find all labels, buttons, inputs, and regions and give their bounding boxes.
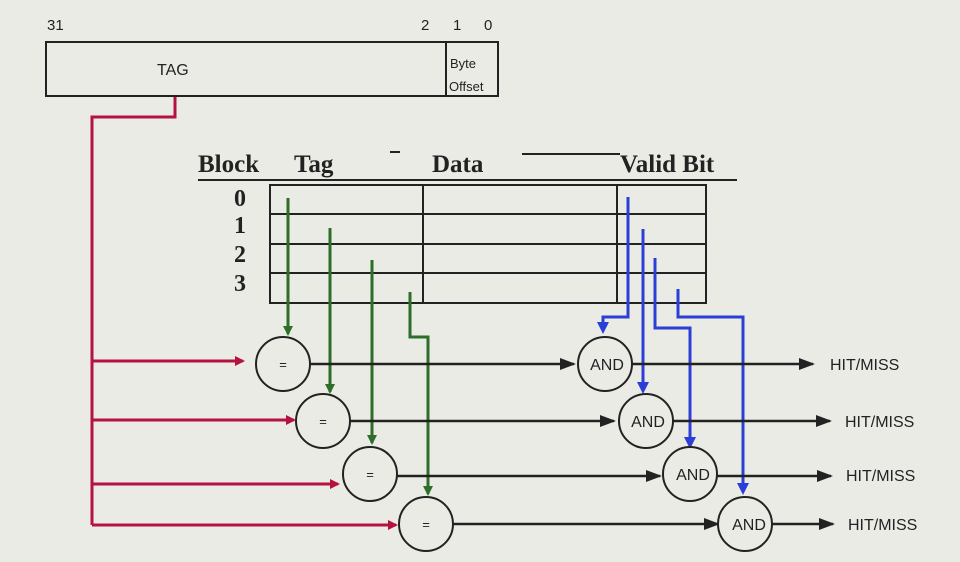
and-label: AND bbox=[732, 517, 766, 534]
tag-field-label: TAG bbox=[157, 62, 189, 79]
stored-tag-wire-3 bbox=[408, 292, 433, 496]
byte-offset-field bbox=[445, 41, 499, 97]
equal-symbol: = bbox=[366, 467, 374, 482]
and-gate-0: AND bbox=[577, 336, 633, 392]
address-register: 31 2 1 0 TAG Byte Offset bbox=[45, 17, 499, 97]
and-gate-3: AND bbox=[717, 496, 773, 552]
block-number: 3 bbox=[234, 271, 246, 297]
block-number: 1 bbox=[234, 213, 246, 239]
cache-table-header: Block Tag Data Valid Bit bbox=[198, 151, 737, 181]
hit-miss-label-0: HIT/MISS bbox=[830, 357, 899, 374]
bit-label-2: 2 bbox=[421, 17, 429, 34]
equal-symbol: = bbox=[422, 517, 430, 532]
header-valid-bit: Valid Bit bbox=[620, 151, 715, 178]
equal-symbol: = bbox=[319, 414, 327, 429]
header-tag: Tag bbox=[294, 151, 334, 178]
and-label: AND bbox=[676, 467, 710, 484]
valid-wire-3 bbox=[676, 289, 749, 495]
header-data: Data bbox=[432, 151, 484, 178]
block-number: 0 bbox=[234, 186, 246, 212]
and-gates: AND AND AND AND bbox=[577, 336, 773, 552]
valid-wire-2 bbox=[653, 258, 696, 449]
tag-field bbox=[45, 41, 447, 97]
tag-wires bbox=[90, 97, 398, 530]
and-label: AND bbox=[631, 414, 665, 431]
output-wires bbox=[310, 358, 835, 530]
equal-symbol: = bbox=[279, 357, 287, 372]
header-block: Block bbox=[198, 151, 259, 178]
equality-comparator-3: = bbox=[398, 496, 454, 552]
equality-comparator-1: = bbox=[295, 393, 351, 449]
bit-label-1: 1 bbox=[453, 17, 461, 34]
bit-label-0: 0 bbox=[484, 17, 492, 34]
hit-miss-outputs: HIT/MISS HIT/MISS HIT/MISS HIT/MISS bbox=[830, 357, 917, 534]
and-gate-1: AND bbox=[618, 393, 674, 449]
and-gate-2: AND bbox=[662, 446, 718, 502]
bit-label-31: 31 bbox=[47, 17, 64, 34]
equality-comparators: = = = = bbox=[255, 336, 454, 552]
block-number: 2 bbox=[234, 242, 246, 268]
and-label: AND bbox=[590, 357, 624, 374]
hit-miss-label-2: HIT/MISS bbox=[846, 468, 915, 485]
block-numbers: 0 1 2 3 bbox=[234, 186, 246, 297]
equality-comparator-0: = bbox=[255, 336, 311, 392]
hit-miss-label-3: HIT/MISS bbox=[848, 517, 917, 534]
byte-offset-label-2: Offset bbox=[449, 79, 484, 94]
byte-offset-label-1: Byte bbox=[450, 56, 476, 71]
hit-miss-label-1: HIT/MISS bbox=[845, 414, 914, 431]
equality-comparator-2: = bbox=[342, 446, 398, 502]
valid-wire-0 bbox=[597, 197, 630, 334]
tag-bus bbox=[90, 97, 177, 525]
cache-table-grid bbox=[269, 184, 707, 304]
